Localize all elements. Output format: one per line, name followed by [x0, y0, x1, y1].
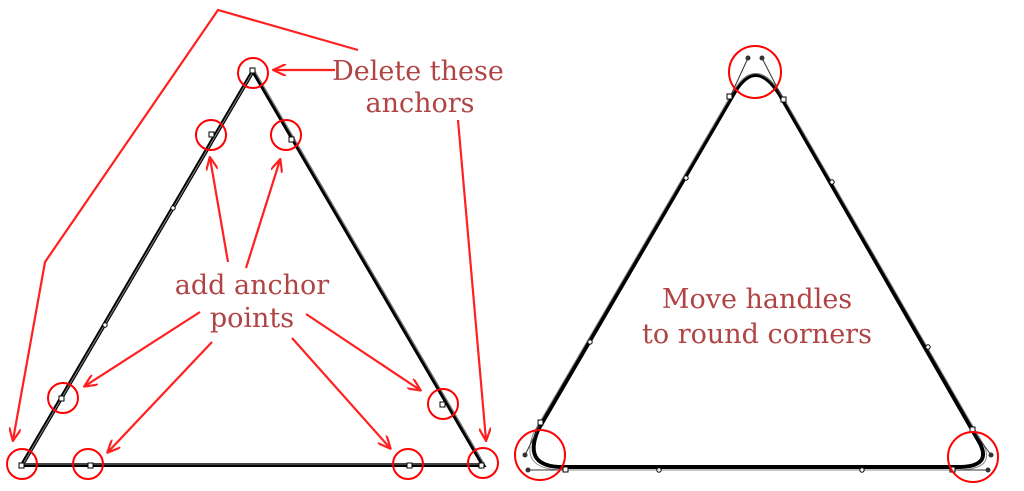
anchor-point[interactable] — [406, 462, 413, 469]
anchor-point[interactable] — [537, 419, 544, 426]
move-label-line2: to round corners — [642, 319, 872, 350]
path-midpoint — [656, 467, 662, 473]
highlight-ring — [947, 431, 999, 483]
arrow-add-to-bottom-right — [291, 337, 390, 448]
highlight-ring — [195, 119, 227, 151]
arrow-add-to-bottom-left — [108, 341, 213, 452]
path-midpoint — [102, 322, 108, 328]
left-triangle-shape — [18, 67, 487, 467]
highlight-ring — [467, 447, 499, 479]
anchor-point[interactable] — [208, 131, 215, 138]
add-label-line2: points — [210, 303, 294, 334]
bezier-handle-line — [729, 57, 749, 98]
arrow-delete-to-bottom-right — [456, 119, 486, 440]
anchor-point[interactable] — [87, 462, 94, 469]
path-midpoint — [170, 205, 176, 211]
bezier-handle-point[interactable] — [745, 55, 751, 61]
path-midpoint — [859, 467, 865, 473]
arrow-add-to-upper-right — [244, 160, 280, 269]
bezier-handle-point[interactable] — [985, 467, 991, 473]
arrow-add-to-mid-right — [305, 313, 420, 390]
highlight-ring — [270, 119, 302, 151]
arrow-add-to-mid-left — [85, 311, 201, 386]
move-label-line1: Move handles — [662, 284, 852, 315]
anchor-point[interactable] — [439, 401, 446, 408]
path-midpoint — [683, 175, 689, 181]
left-triangle-path-outline — [22, 69, 485, 465]
bezier-handle-line — [761, 57, 784, 100]
left-triangle-group: Delete these anchors add anchor points — [6, 8, 504, 480]
path-midpoint — [829, 179, 835, 185]
arrow-delete-to-bottom-left — [13, 8, 359, 440]
delete-label-line2: anchors — [365, 88, 474, 119]
anchor-point[interactable] — [249, 67, 256, 74]
path-midpoint — [925, 344, 931, 350]
bezier-handle-line — [524, 422, 542, 456]
arrow-add-to-upper-left — [210, 158, 230, 263]
highlight-ring — [6, 448, 38, 480]
bezier-handle-point[interactable] — [988, 452, 994, 458]
anchor-point[interactable] — [288, 136, 295, 143]
anchor-point[interactable] — [478, 462, 485, 469]
highlight-ring — [728, 45, 782, 99]
anchor-point[interactable] — [726, 93, 733, 100]
highlight-ring — [514, 429, 566, 481]
bezier-handle-line — [972, 429, 992, 456]
highlight-ring — [47, 382, 79, 414]
anchor-point[interactable] — [562, 466, 569, 473]
add-label-line1: add anchor — [175, 270, 329, 301]
bezier-handle-point[interactable] — [525, 467, 531, 473]
highlight-ring — [237, 57, 269, 89]
highlight-ring — [392, 448, 424, 480]
right-triangle-group: Move handles to round corners — [514, 45, 999, 483]
highlight-ring — [427, 388, 459, 420]
delete-label-line1: Delete these — [332, 56, 504, 87]
anchor-point[interactable] — [18, 462, 25, 469]
bezier-handle-point[interactable] — [759, 55, 765, 61]
right-triangle-shape — [531, 73, 985, 470]
path-midpoint — [587, 339, 593, 345]
right-triangle-path-outline — [529, 73, 987, 471]
bezier-handle-point[interactable] — [522, 452, 528, 458]
anchor-point[interactable] — [780, 96, 787, 103]
anchor-point[interactable] — [58, 395, 65, 402]
highlight-ring — [72, 448, 104, 480]
